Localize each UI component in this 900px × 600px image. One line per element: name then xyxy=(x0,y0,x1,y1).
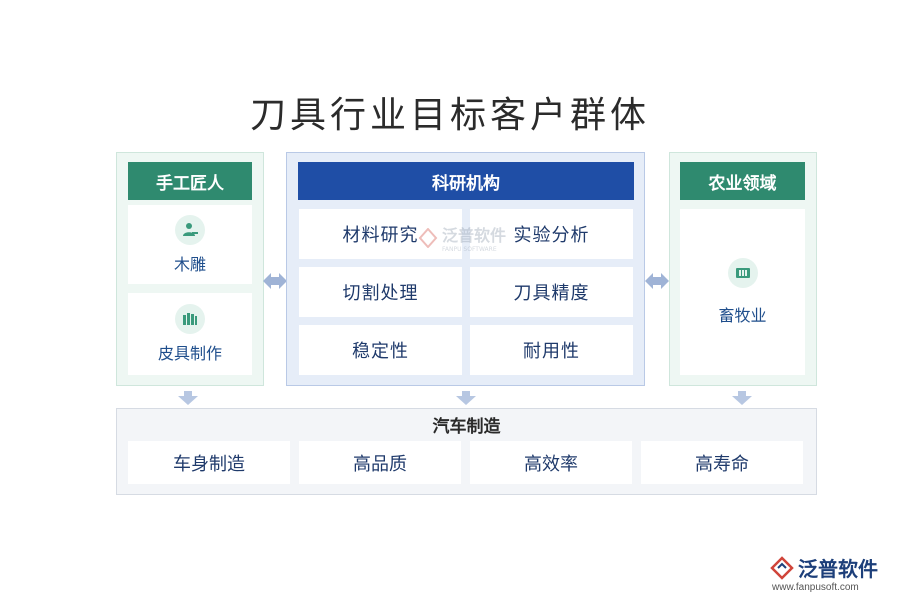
right-card-label: 畜牧业 xyxy=(718,306,767,325)
right-panel-header: 农业领域 xyxy=(680,162,805,200)
left-panel-header: 手工匠人 xyxy=(128,162,252,200)
middle-cell: 刀具精度 xyxy=(470,267,633,317)
brand-name: 泛普软件 xyxy=(798,557,878,581)
watermark-logo: 泛普软件 FANPU SOFTWARE xyxy=(418,222,506,253)
bottom-cell: 高寿命 xyxy=(641,441,803,484)
livestock-icon xyxy=(727,258,758,288)
double-arrow-icon xyxy=(645,273,669,289)
left-card-label: 木雕 xyxy=(173,254,206,274)
watermark-text: 泛普软件 xyxy=(442,226,507,245)
left-card-label: 皮具制作 xyxy=(157,344,222,363)
middle-cell: 实验分析 xyxy=(470,209,633,259)
bottom-cell: 高品质 xyxy=(299,441,461,484)
bottom-panel-header: 汽车制造 xyxy=(432,417,501,437)
down-arrow-icon xyxy=(456,391,476,405)
fanpu-logo-icon xyxy=(418,227,438,248)
middle-cell: 耐用性 xyxy=(470,325,633,375)
middle-cell: 材料研究 xyxy=(299,209,462,259)
middle-panel-header: 科研机构 xyxy=(298,162,634,200)
middle-cell: 稳定性 xyxy=(299,325,462,375)
page-title: 刀具行业目标客户群体 xyxy=(249,95,650,136)
double-arrow-icon xyxy=(263,273,287,289)
middle-cell: 切割处理 xyxy=(299,267,462,317)
right-card-livestock: 畜牧业 xyxy=(680,209,805,375)
fanpu-logo-icon xyxy=(770,555,794,580)
bottom-cell: 车身制造 xyxy=(128,441,290,484)
brand-url: www.fanpusoft.com xyxy=(772,582,859,593)
brand-logo: 泛普软件 www.fanpusoft.com xyxy=(770,553,878,593)
bottom-cell: 高效率 xyxy=(470,441,632,484)
down-arrow-icon xyxy=(732,391,752,405)
down-arrow-icon xyxy=(178,391,198,405)
left-card-woodcarving: 木雕 xyxy=(128,205,252,284)
watermark-subtext: FANPU SOFTWARE xyxy=(442,246,497,253)
leather-tools-icon xyxy=(175,304,205,334)
craftsman-icon xyxy=(175,214,205,245)
left-card-leather: 皮具制作 xyxy=(128,293,252,375)
